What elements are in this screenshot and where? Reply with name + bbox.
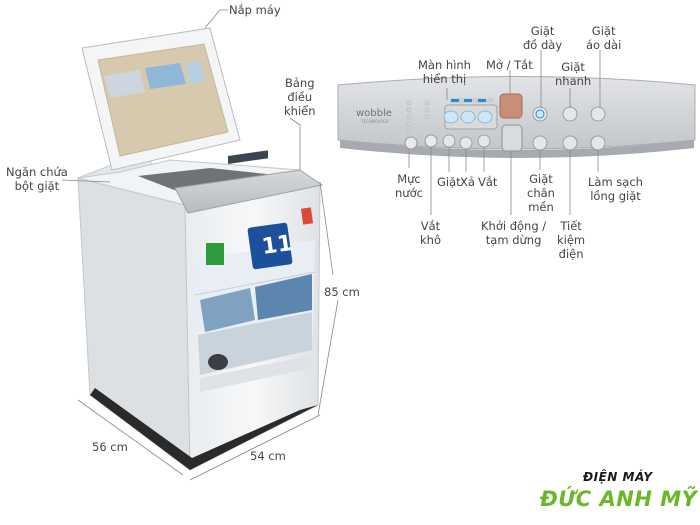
label-detergent-drawer: Ngăn chứa bột giặt [6, 165, 68, 193]
svg-text:11: 11 [260, 231, 294, 260]
label-wash: Giặt [437, 175, 461, 189]
label-rinse: Xả [460, 175, 475, 189]
control-panel-closeup [337, 50, 696, 215]
label-blanket-wash: Giặt chăn mền [527, 172, 555, 214]
panel-brand-logo: wobble [356, 108, 392, 119]
label-height: 85 cm [324, 285, 360, 299]
panel-brand-sub: TECHNOLOGY [360, 119, 389, 124]
label-width: 54 cm [250, 449, 286, 463]
label-start-pause: Khởi động / tạm dừng [481, 219, 547, 247]
washing-machine: 11 [77, 27, 324, 472]
label-thick-wash: Giặt đồ dày [523, 24, 563, 52]
label-dress-wash: Giặt áo dài [586, 24, 622, 52]
label-power: Mở / Tắt [486, 58, 533, 72]
label-water-level: Mực nước [395, 172, 423, 200]
label-dry-spin: Vắt khô [420, 219, 441, 247]
label-display: Màn hình hiển thị [418, 58, 471, 86]
label-depth: 56 cm [92, 440, 128, 454]
label-quick-wash: Giặt nhanh [555, 60, 592, 88]
label-lid: Nắp máy [229, 3, 281, 17]
leader-lines [61, 9, 339, 481]
store-logo-line1: ĐIỆN MÁY [583, 470, 653, 484]
store-logo-line2: ĐỨC ANH MỸ [540, 487, 698, 511]
label-tub-clean: Làm sạch lồng giặt [588, 175, 643, 203]
label-spin: Vắt [478, 175, 498, 189]
label-eco-save: Tiết kiệm điện [557, 219, 586, 261]
label-control-panel: Bảng điều khiển [284, 76, 316, 118]
